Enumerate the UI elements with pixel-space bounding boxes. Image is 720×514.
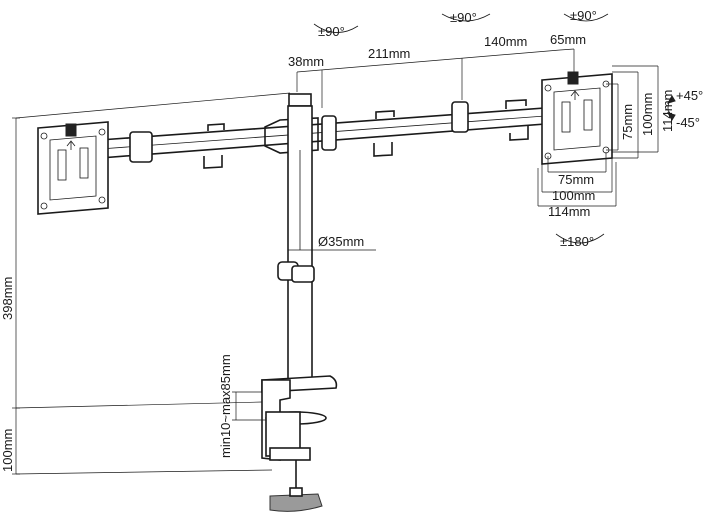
tilt-up-label: +45° (676, 88, 703, 103)
vesa-100-h-label: 100mm (552, 188, 595, 203)
clamp-range-label: min10~max85mm (218, 354, 233, 458)
arm-outer-label: 140mm (484, 34, 527, 49)
right-vesa-plate (537, 65, 676, 207)
tilt-mid-label: ±90° (450, 10, 477, 25)
left-dimension-lines (12, 92, 291, 475)
vesa-100-v-label: 100mm (640, 93, 655, 136)
arm-end-label: 65mm (550, 32, 586, 47)
tilt-down-label: -45° (676, 115, 700, 130)
desk-clamp (232, 375, 338, 512)
vesa-114-h-label: 114mm (548, 204, 590, 219)
swivel-label: ±180° (560, 234, 594, 249)
clamp-depth-label: 100mm (0, 429, 15, 472)
rotation-arrows (313, 13, 609, 244)
pole (277, 93, 376, 383)
horizontal-arm (99, 99, 546, 169)
height-label: 398mm (0, 277, 15, 320)
pole-offset-label: 38mm (288, 54, 324, 69)
left-vesa-plate (37, 121, 109, 215)
tilt-left-label: ±90° (318, 24, 345, 39)
pole-diameter-label: Ø35mm (318, 234, 364, 249)
vesa-75-h-label: 75mm (558, 172, 594, 187)
arm-dimension-lines (296, 48, 575, 108)
vesa-114-v-label: 114mm (660, 90, 675, 132)
labels: ±90° ±90° ±90° ±180° +45° -45° 38mm 211m… (0, 8, 703, 472)
vesa-75-v-label: 75mm (620, 104, 635, 140)
tilt-right-label: ±90° (570, 8, 597, 23)
arm-inner-label: 211mm (368, 46, 410, 61)
